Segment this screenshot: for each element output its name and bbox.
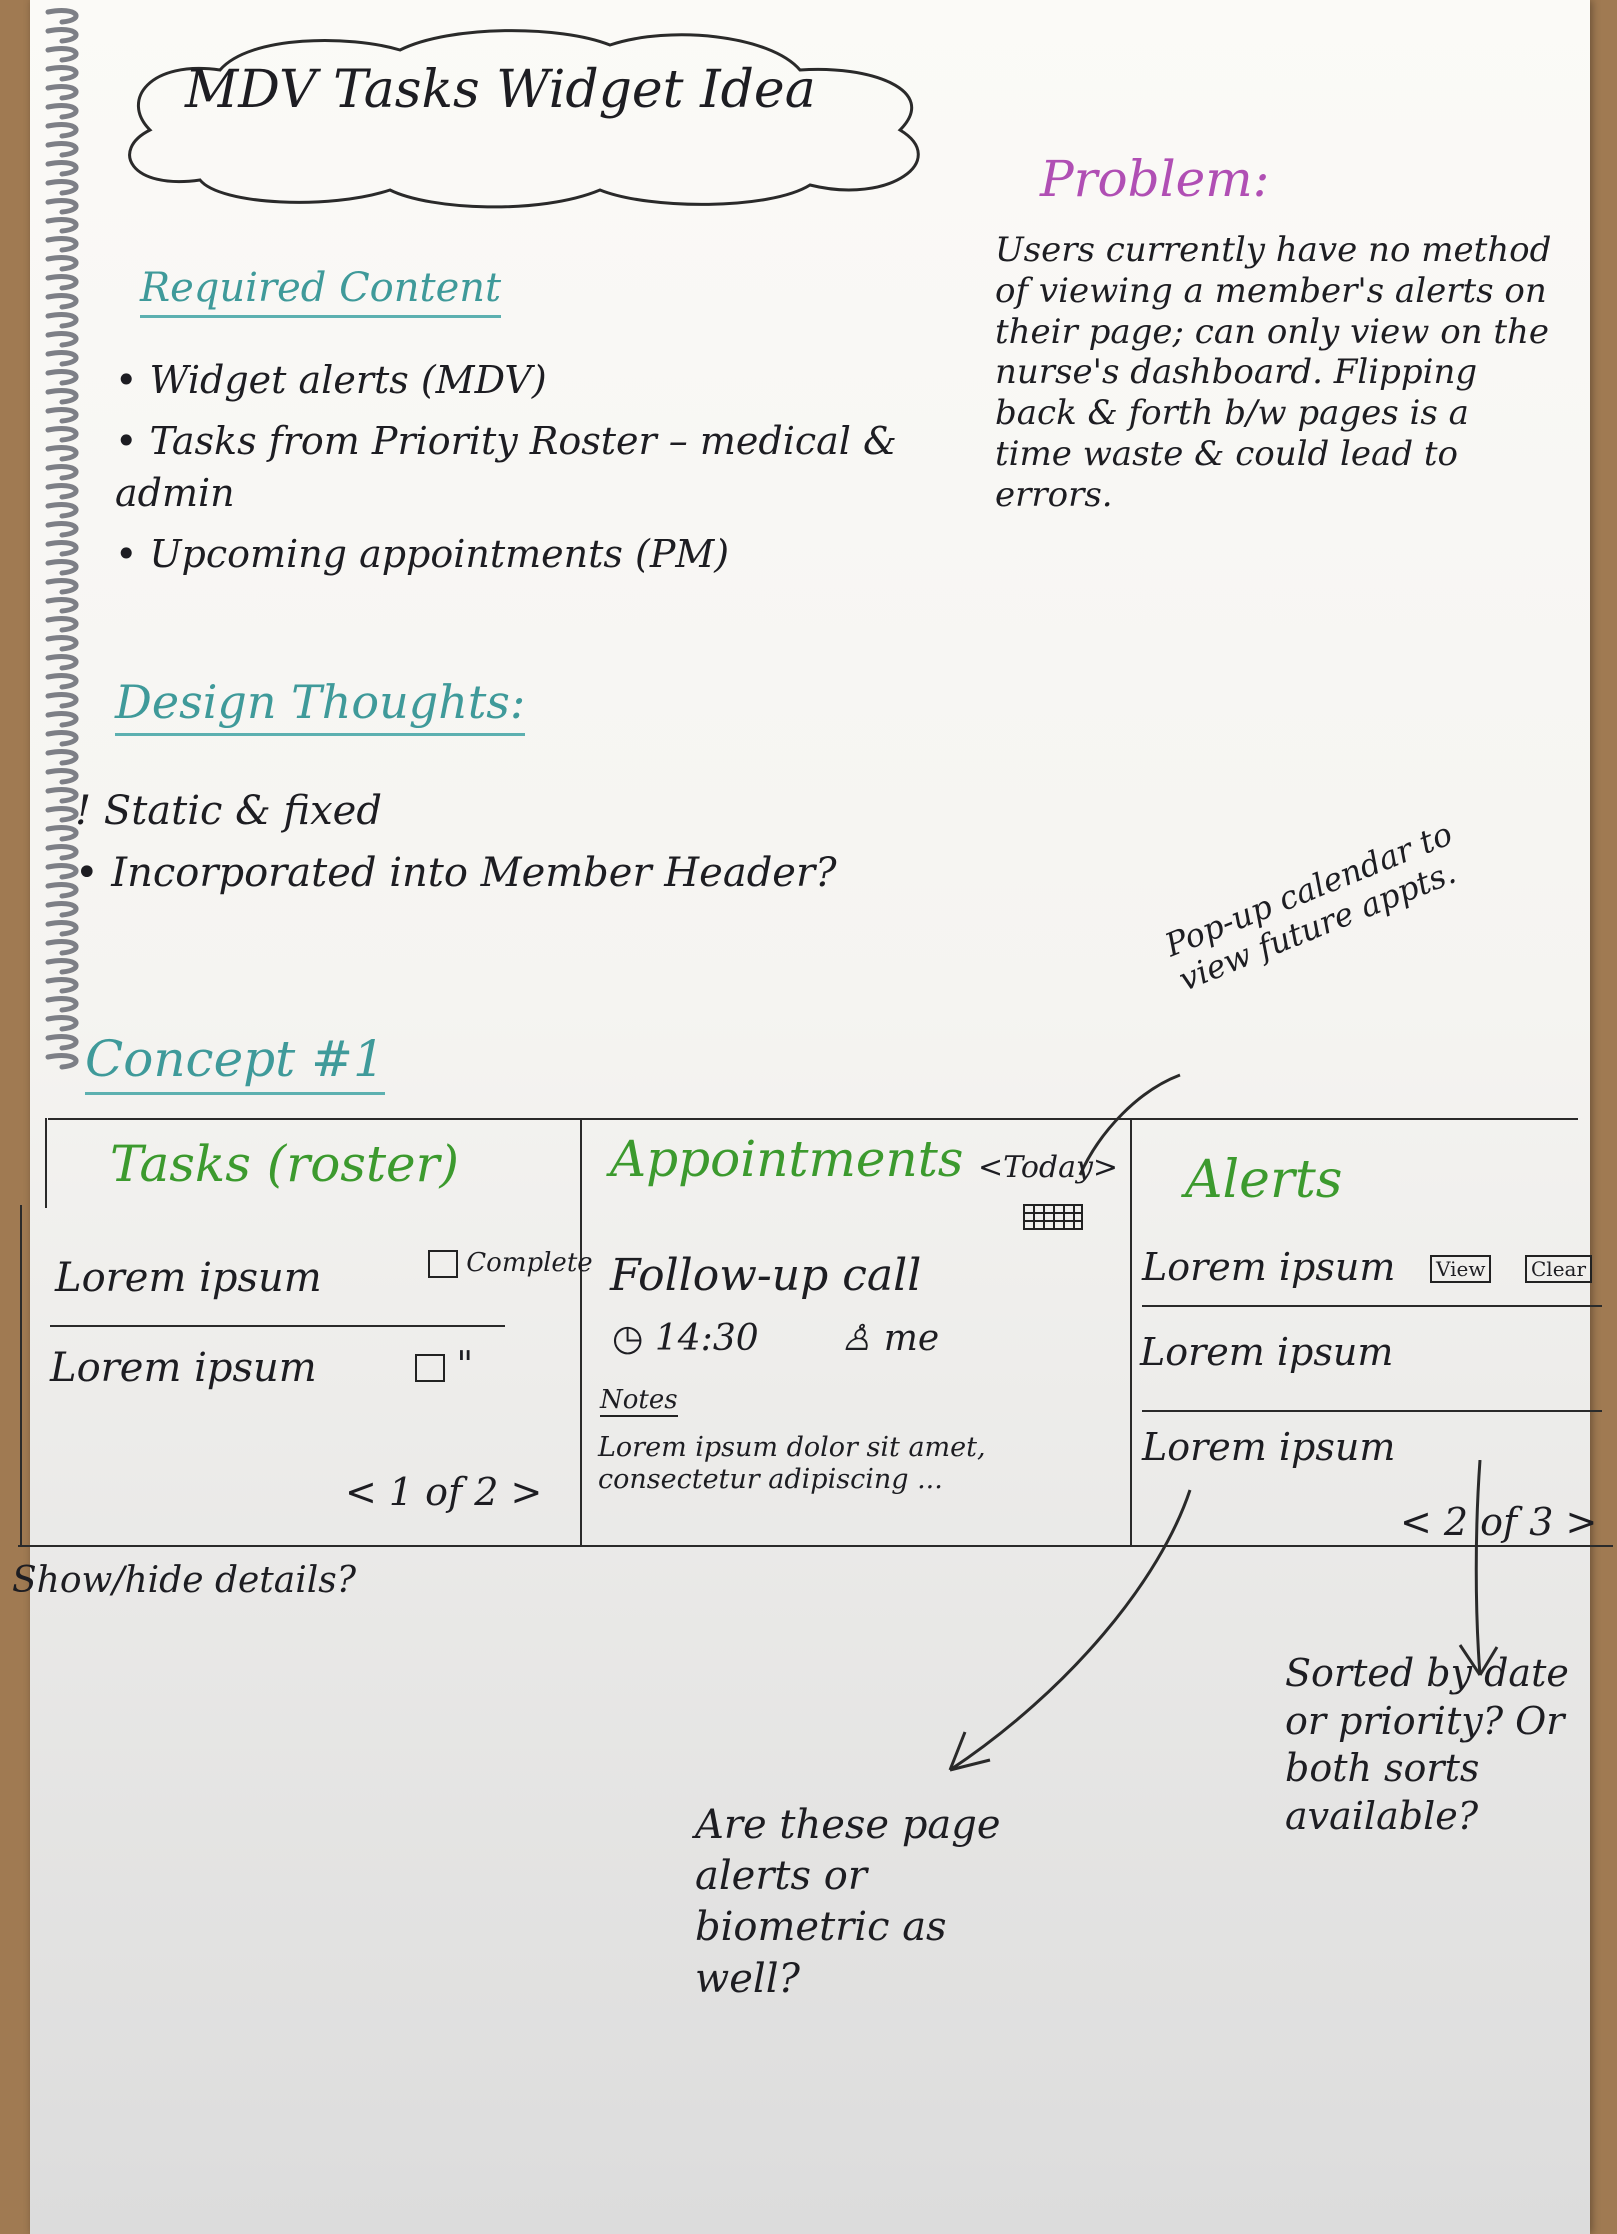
task-row-text: Lorem ipsum xyxy=(55,1255,322,1301)
appointment-title: Follow-up call xyxy=(610,1250,922,1301)
checkbox-label: " xyxy=(456,1345,474,1386)
list-item: • Upcoming appointments (PM) xyxy=(115,531,730,576)
checkbox-icon[interactable] xyxy=(428,1250,458,1278)
view-button[interactable]: View xyxy=(1430,1255,1492,1283)
problem-heading: Problem: xyxy=(1040,150,1270,208)
annotation-arrows xyxy=(948,1460,1499,1772)
task-complete-checkbox[interactable]: " xyxy=(415,1345,473,1386)
alerts-header: Alerts xyxy=(1185,1150,1343,1210)
task-complete-checkbox[interactable]: Complete xyxy=(428,1248,593,1278)
concept-heading: Concept #1 xyxy=(85,1030,385,1095)
show-hide-note: Show/hide details? xyxy=(12,1560,357,1601)
row-divider xyxy=(1142,1410,1602,1412)
clock-icon: ◷ xyxy=(612,1318,644,1359)
alerts-type-note: Are these page alerts or biometric as we… xyxy=(695,1802,1001,2002)
task-row-text: Lorem ipsum xyxy=(50,1345,317,1391)
alert-row-text: Lorem ipsum xyxy=(1142,1245,1396,1289)
notebook-page xyxy=(30,0,1590,2234)
widget-top-border xyxy=(48,1118,1578,1120)
spiral-binding xyxy=(45,8,79,1070)
notes-label: Notes xyxy=(600,1385,678,1417)
design-thoughts-heading: Design Thoughts: xyxy=(115,675,526,736)
design-thoughts-list: ! Static & fixed • Incorporated into Mem… xyxy=(75,785,1025,909)
title-cloud xyxy=(128,29,920,209)
problem-text: Users currently have no method of viewin… xyxy=(995,230,1552,515)
list-item: • Tasks from Priority Roster – medical &… xyxy=(115,419,897,515)
appointments-header: Appointments xyxy=(610,1130,964,1188)
calendar-note-arrow xyxy=(1078,1073,1181,1176)
row-divider xyxy=(1142,1305,1602,1307)
required-content-list: • Widget alerts (MDV) • Tasks from Prior… xyxy=(115,355,975,590)
tasks-pager[interactable]: < 1 of 2 > xyxy=(345,1470,543,1514)
sort-note: Sorted by date or priority? Or both sort… xyxy=(1285,1651,1569,1838)
checkbox-icon[interactable] xyxy=(415,1354,445,1382)
alert-row-text: Lorem ipsum xyxy=(1142,1425,1396,1469)
today-nav[interactable]: <Today> xyxy=(978,1150,1119,1185)
alerts-pager[interactable]: < 2 of 3 > xyxy=(1400,1500,1598,1544)
clear-button[interactable]: Clear xyxy=(1525,1255,1593,1283)
required-content-heading: Required Content xyxy=(140,265,502,318)
column-divider xyxy=(580,1118,582,1546)
alert-row-text: Lorem ipsum xyxy=(1140,1330,1394,1374)
list-item: • Incorporated into Member Header? xyxy=(75,850,837,896)
page-title: MDV Tasks Widget Idea xyxy=(185,60,816,120)
calendar-icon[interactable] xyxy=(1022,1203,1086,1233)
tasks-header: Tasks (roster) xyxy=(110,1135,460,1193)
row-divider xyxy=(50,1325,505,1327)
widget-bottom-border xyxy=(18,1545,1613,1547)
widget-left-border xyxy=(20,1205,22,1547)
notes-text: Lorem ipsum dolor sit amet, consectetur … xyxy=(598,1432,986,1496)
list-item: ! Static & fixed xyxy=(75,788,382,834)
widget-left-border xyxy=(45,1118,47,1208)
checkbox-label: Complete xyxy=(466,1248,593,1278)
appointment-person: ♙ me xyxy=(840,1318,940,1359)
list-item: • Widget alerts (MDV) xyxy=(115,358,547,402)
column-divider xyxy=(1130,1118,1132,1546)
person-icon: ♙ xyxy=(840,1318,873,1359)
appointment-time: ◷ 14:30 xyxy=(612,1318,759,1359)
